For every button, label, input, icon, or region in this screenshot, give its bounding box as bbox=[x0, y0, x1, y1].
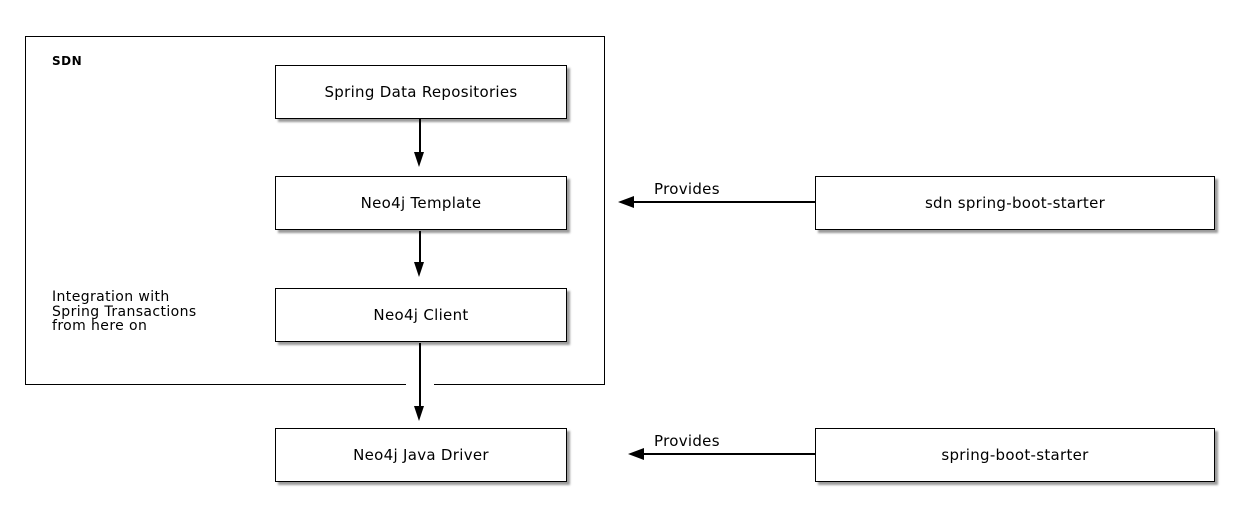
arrow-line bbox=[633, 201, 815, 203]
arrowhead-left-icon bbox=[628, 447, 644, 460]
annotation-spring-transactions: Integration with Spring Transactions fro… bbox=[52, 289, 197, 334]
arrow-line bbox=[419, 343, 421, 407]
node-neo4j-template: Neo4j Template bbox=[275, 176, 567, 230]
node-neo4j-java-driver: Neo4j Java Driver bbox=[275, 428, 567, 482]
node-label: Neo4j Java Driver bbox=[353, 446, 489, 464]
provides-label-top: Provides bbox=[654, 180, 720, 198]
arrowhead-down-icon bbox=[414, 262, 424, 277]
node-sdn-spring-boot-starter: sdn spring-boot-starter bbox=[815, 176, 1215, 230]
sdn-group-label: SDN bbox=[52, 54, 83, 68]
node-spring-data-repositories: Spring Data Repositories bbox=[275, 65, 567, 119]
arrow-line bbox=[419, 119, 421, 153]
node-label: Neo4j Template bbox=[360, 194, 482, 212]
node-spring-boot-starter: spring-boot-starter bbox=[815, 428, 1215, 482]
node-label: spring-boot-starter bbox=[941, 446, 1089, 464]
provides-label-bottom: Provides bbox=[654, 432, 720, 450]
node-label: Neo4j Client bbox=[373, 306, 469, 324]
sdn-group-box bbox=[25, 36, 605, 385]
node-neo4j-client: Neo4j Client bbox=[275, 288, 567, 342]
arrow-line bbox=[643, 453, 815, 455]
node-label: sdn spring-boot-starter bbox=[924, 194, 1106, 212]
arrowhead-down-icon bbox=[414, 152, 424, 167]
arrowhead-left-icon bbox=[618, 195, 634, 208]
node-label: Spring Data Repositories bbox=[324, 83, 518, 101]
arrowhead-down-icon bbox=[414, 406, 424, 421]
arrow-line bbox=[419, 231, 421, 263]
